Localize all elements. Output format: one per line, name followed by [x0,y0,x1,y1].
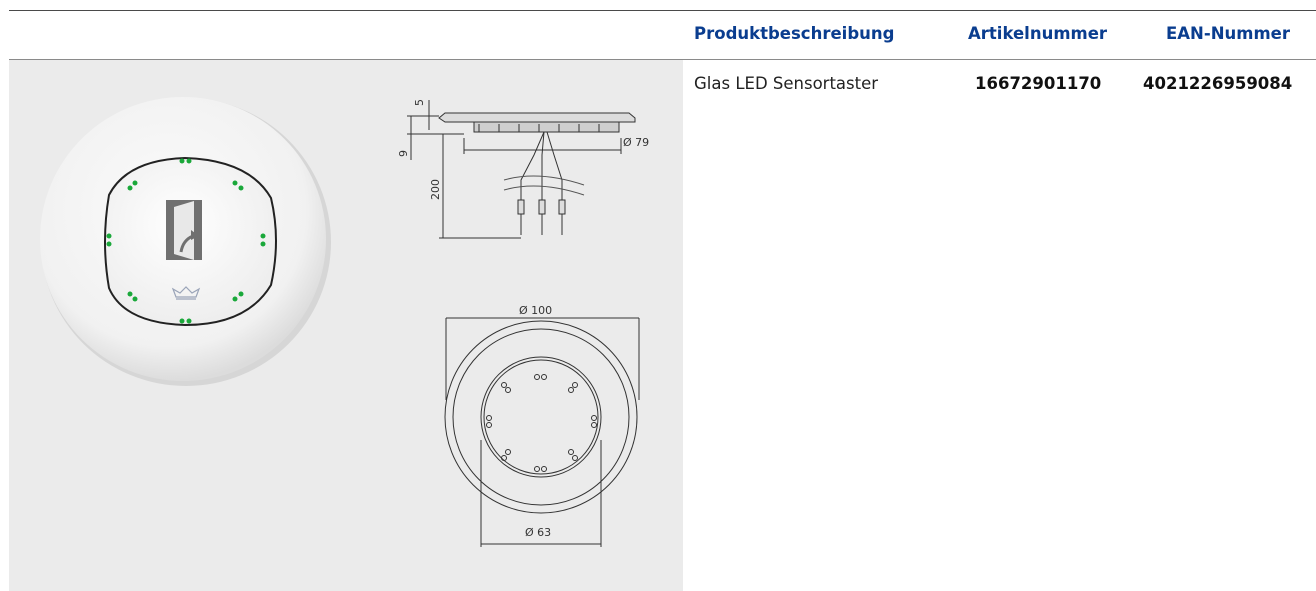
crown-logo-icon [171,286,201,300]
dimension-9: 9 [397,150,410,157]
header-rule [9,59,1316,60]
dimension-200: 200 [429,179,442,200]
header-artikelnummer: Artikelnummer [968,24,1108,43]
top-view-drawing [444,317,640,547]
product-image-panel: 5 9 200 Ø 79 Ø 100 [9,60,683,591]
header-produktbeschreibung: Produktbeschreibung [694,24,895,43]
header-ean-nummer: EAN-Nummer [1166,24,1290,43]
top-rule [9,10,1316,11]
dimension-diameter-79: Ø 79 [623,136,649,149]
sensor-photo [40,97,331,386]
door-exit-icon [166,200,202,260]
dimension-diameter-63: Ø 63 [525,526,551,539]
dimension-5: 5 [413,99,426,106]
row-article-number: 16672901170 [975,74,1102,93]
side-view-drawing [407,100,636,239]
row-description: Glas LED Sensortaster [694,74,879,93]
product-image: 5 9 200 Ø 79 Ø 100 [40,97,649,547]
row-ean-number: 4021226959084 [1143,74,1293,93]
dimension-diameter-100: Ø 100 [519,304,552,317]
led-ring [106,158,266,324]
